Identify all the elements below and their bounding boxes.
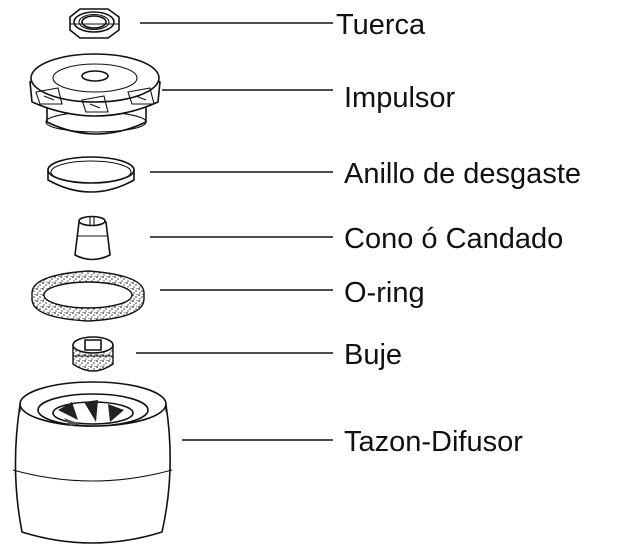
nut-part-drawing	[69, 8, 120, 39]
impulsor-label: Impulsor	[344, 82, 456, 114]
anillo-de-desgaste-label: Anillo de desgaste	[344, 158, 581, 190]
cone-lock-part-drawing	[74, 215, 111, 261]
impeller-part-drawing	[29, 53, 161, 135]
o-ring-label: O-ring	[344, 277, 425, 309]
o-ring-part-drawing	[31, 270, 145, 322]
tuerca-label: Tuerca	[336, 9, 426, 41]
bushing-part-drawing	[72, 336, 114, 372]
tazon-difusor-label: Tazon-Difusor	[344, 426, 523, 458]
cono-candado-label: Cono ó Candado	[344, 223, 564, 255]
bowl-diffuser-part-drawing	[12, 381, 173, 544]
wear-ring-part-drawing	[47, 156, 135, 193]
buje-label: Buje	[344, 339, 403, 371]
